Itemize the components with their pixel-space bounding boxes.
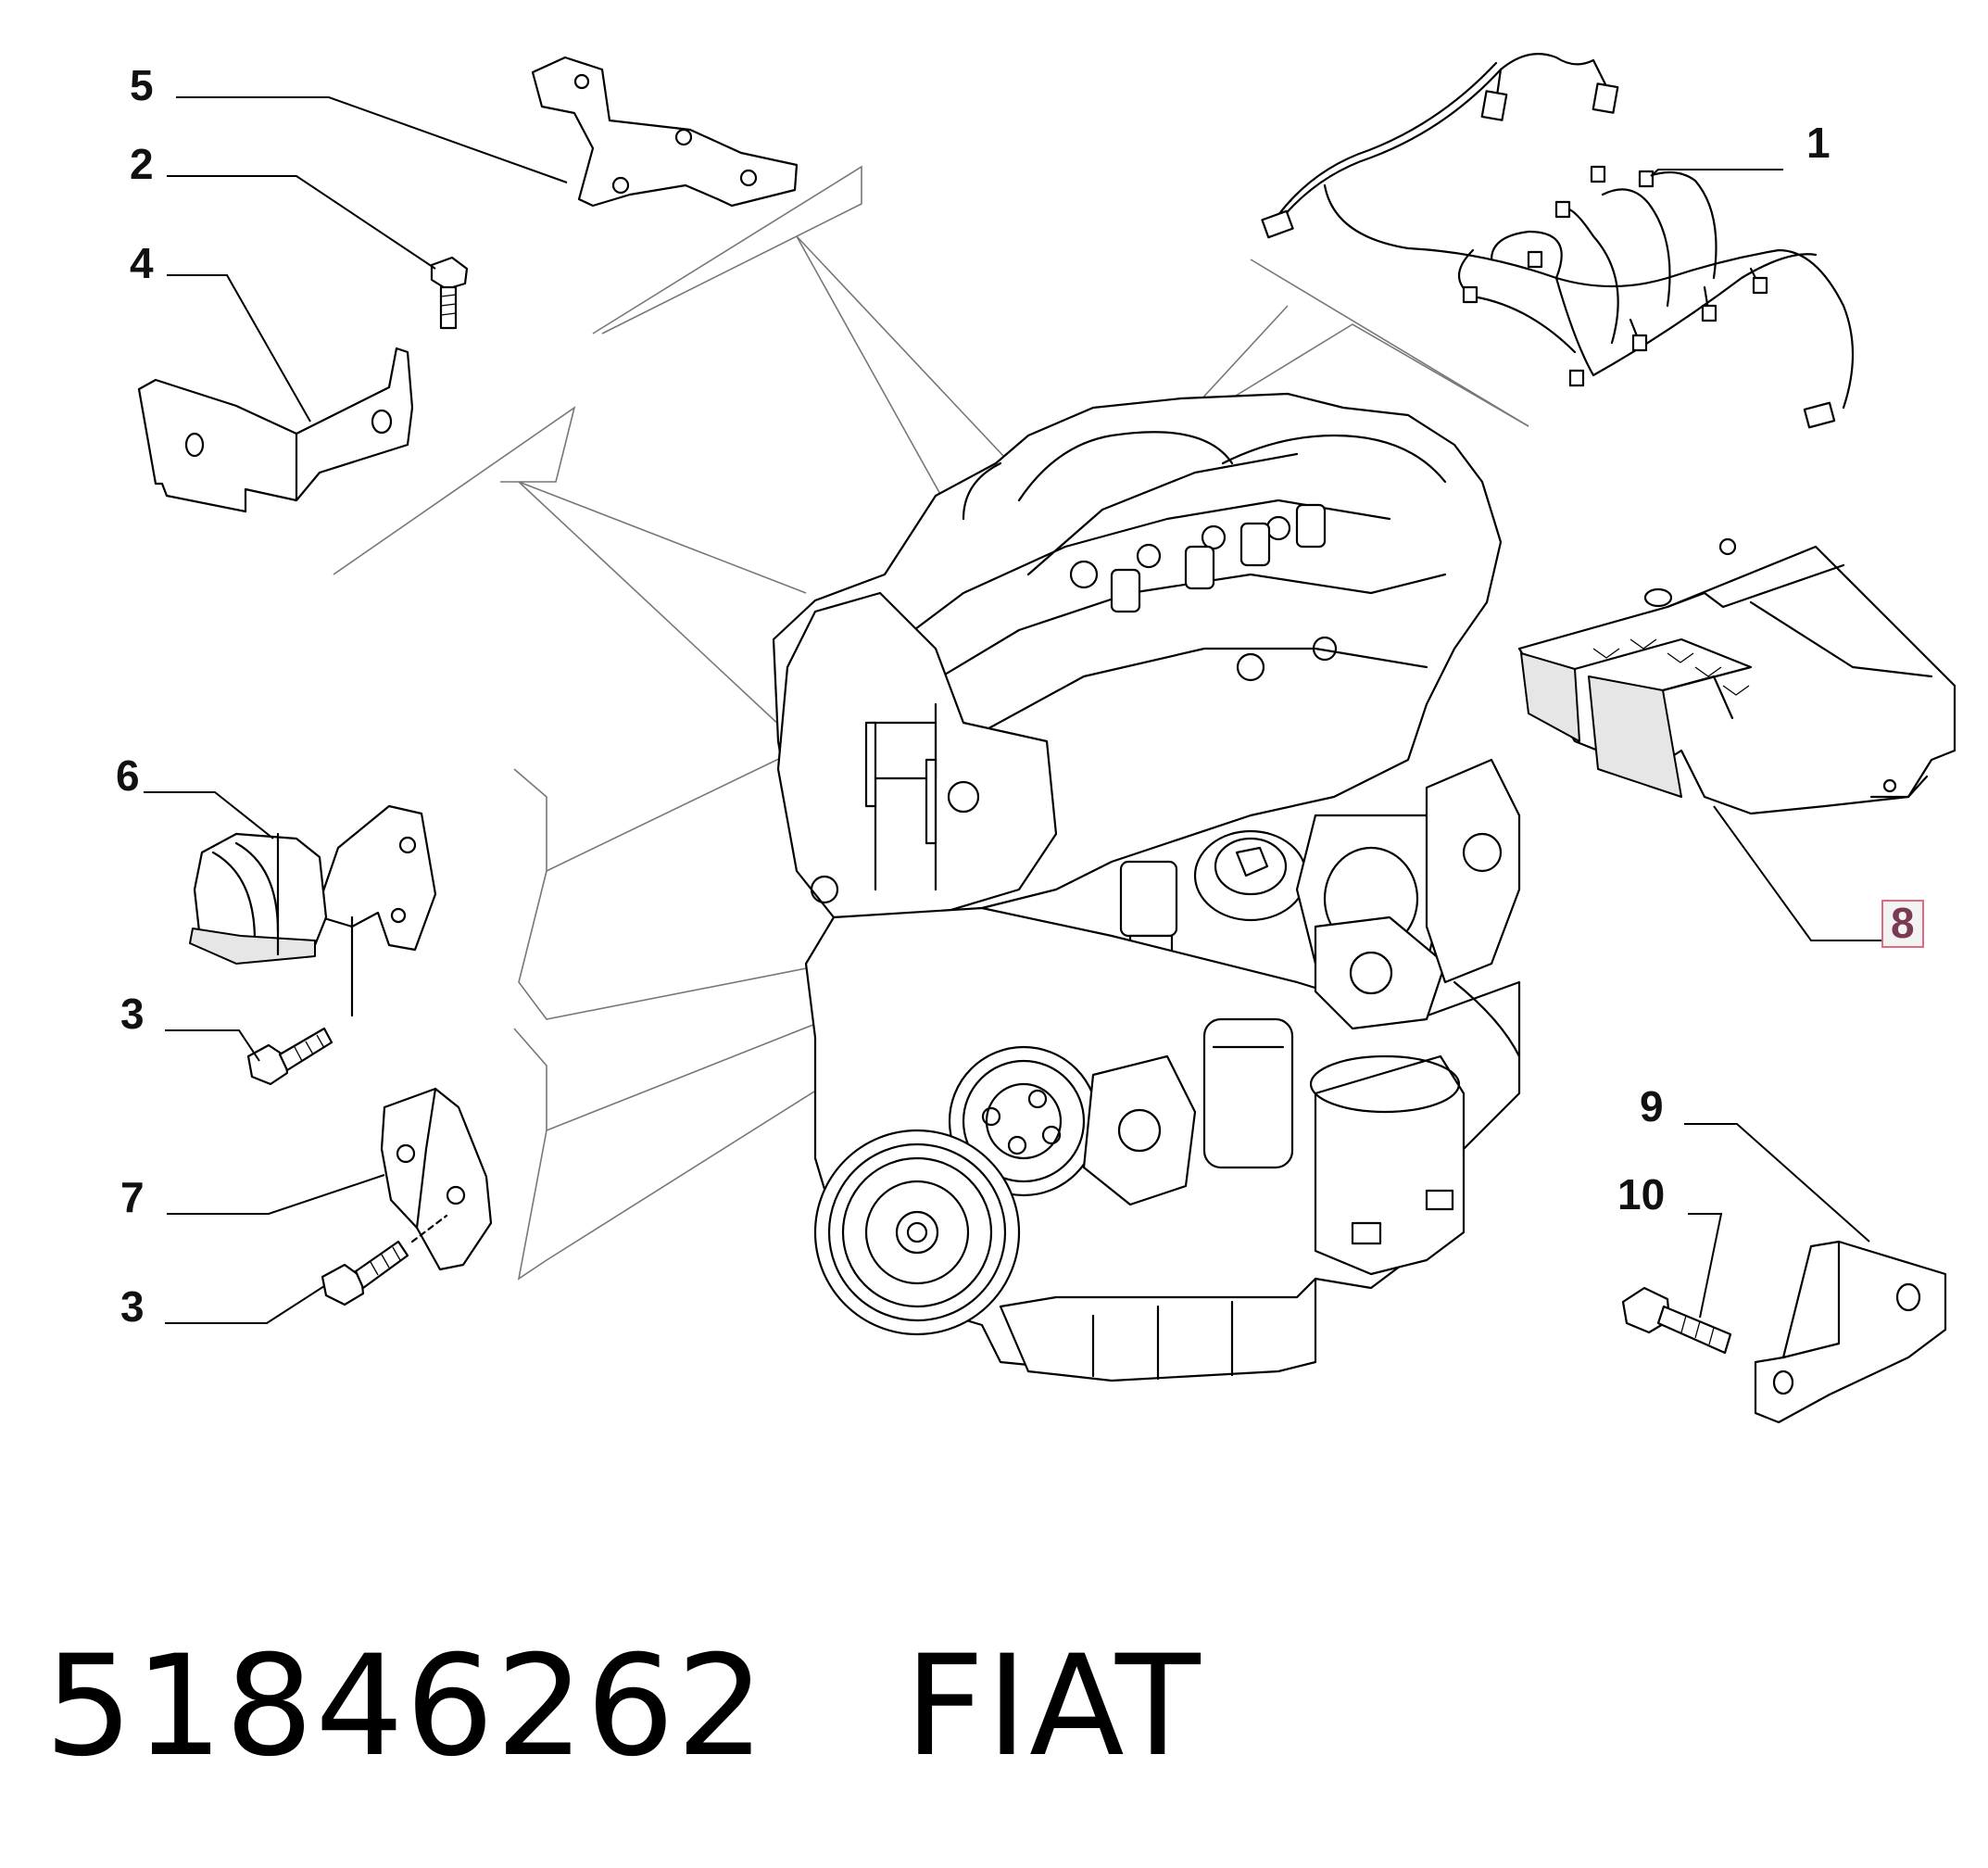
- bolt-part-2: [430, 256, 469, 330]
- callout-9: 9: [1640, 1082, 1664, 1130]
- callout-7: 7: [120, 1173, 145, 1221]
- callout-8-highlight-box: [1881, 900, 1924, 948]
- bolt-part-10: [1621, 1286, 1732, 1355]
- bracket-part-4: [137, 347, 414, 513]
- wiring-harness-part-1: [1261, 53, 1855, 429]
- clamp-bracket-part-6: [189, 804, 437, 965]
- bracket-part-9: [1754, 1240, 1947, 1424]
- engine-assembly: [772, 392, 1521, 1382]
- leader-lines: [144, 96, 1882, 1324]
- bolt-part-3-upper: [246, 915, 354, 1086]
- bracket-part-7: [380, 1087, 493, 1271]
- callout-2: 2: [130, 140, 154, 188]
- callout-5: 5: [130, 61, 154, 109]
- guide-lines: [333, 165, 1529, 1281]
- callout-3-upper: 3: [120, 990, 145, 1038]
- callout-10: 10: [1617, 1170, 1665, 1218]
- callout-8: 8: [1891, 899, 1915, 947]
- brand-name: FIAT: [904, 1626, 1202, 1787]
- callout-3-lower: 3: [120, 1282, 145, 1331]
- part-caption: 51846262 FIAT: [44, 1626, 1202, 1787]
- ecu-part-8: [1517, 537, 1957, 815]
- bolt-part-3-lower: [321, 1214, 448, 1306]
- callout-6: 6: [116, 751, 140, 800]
- bracket-part-5: [531, 56, 799, 208]
- callout-labels: 5 2 4 1 6 3 7 3 8 9 10: [116, 61, 1915, 1331]
- callout-4: 4: [130, 239, 154, 287]
- part-number: 51846262: [44, 1626, 767, 1787]
- callout-1: 1: [1806, 119, 1831, 167]
